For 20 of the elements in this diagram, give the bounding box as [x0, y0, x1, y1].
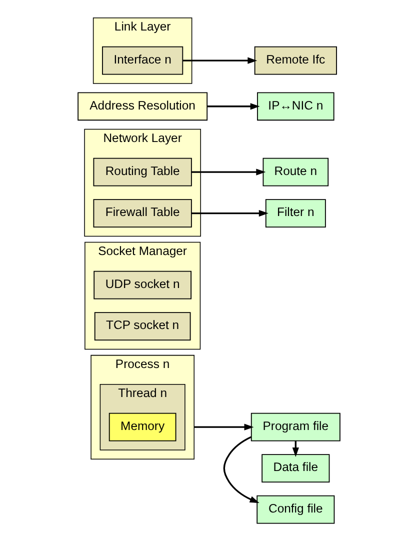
node-box: Routing Table [92, 158, 192, 186]
node-box: Remote Ifc [254, 46, 336, 75]
arrow [182, 57, 257, 64]
node-box: Filter n [264, 199, 326, 228]
arrow [222, 436, 259, 504]
node-box: IP↔NIC n [256, 92, 334, 121]
node-box: Firewall Table [92, 199, 192, 228]
node-box: Route n [262, 158, 328, 186]
node-box: Program file [250, 412, 340, 442]
arrow [191, 210, 268, 217]
node-box: Memory [108, 412, 176, 442]
arrow [191, 168, 266, 176]
node-box: Config file [256, 495, 334, 524]
node-box: Interface n [102, 46, 183, 75]
arrow [194, 424, 254, 430]
node-box: Address Resolution [77, 92, 208, 121]
node-box: UDP socket n [93, 270, 192, 300]
node-box: TCP socket n [94, 312, 190, 340]
node-box: Data file [261, 454, 330, 483]
arrow [206, 103, 260, 110]
